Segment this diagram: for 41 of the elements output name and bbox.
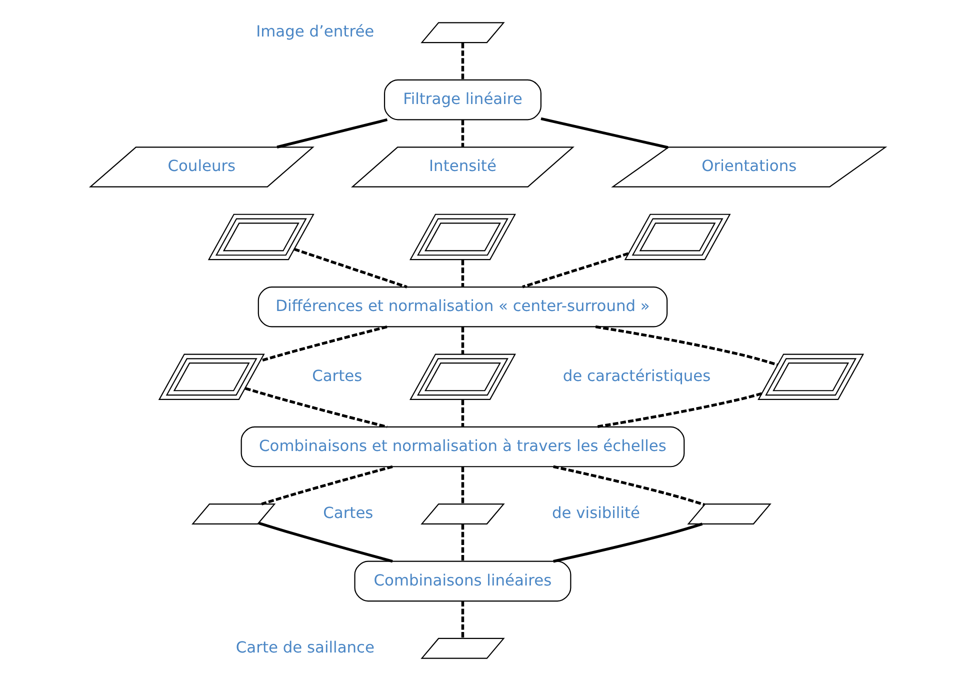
connector [461, 400, 464, 427]
connector [260, 325, 388, 362]
connector [244, 387, 388, 428]
connector [461, 326, 464, 354]
connector [522, 252, 629, 288]
node-box: Différences et normalisation « center-surround » [258, 286, 668, 328]
node-box: Combinaisons et normalisation à travers les échelles [240, 426, 685, 468]
node-parallelogram [192, 504, 276, 524]
connector [461, 42, 464, 80]
node-label: Image d’entrée [256, 22, 374, 41]
node-stack [410, 354, 516, 400]
connector [294, 248, 408, 288]
connector [258, 522, 393, 563]
connector [553, 465, 705, 506]
node-box: Filtrage linéaire [384, 79, 542, 120]
connector [276, 118, 388, 148]
connector [461, 466, 464, 504]
node-parallelogram [687, 504, 772, 524]
label: de visibilité [552, 504, 640, 522]
node-stack [158, 354, 265, 400]
node-parallelogram [420, 504, 505, 524]
label: de caractéristiques [562, 366, 711, 385]
connector [540, 117, 668, 149]
connector [461, 120, 464, 147]
node-stack [410, 214, 516, 260]
connector [261, 465, 393, 506]
node-stack [758, 354, 864, 400]
node-label: Carte de saillance [236, 638, 375, 656]
label: Cartes [312, 366, 362, 385]
connector [461, 260, 464, 287]
connector [461, 524, 464, 561]
node-stack [208, 214, 314, 260]
label: Cartes [323, 504, 374, 522]
node-stack [624, 214, 731, 260]
node-box: Combinaisons linéaires [354, 560, 572, 602]
connector [595, 325, 778, 366]
connector [461, 601, 464, 638]
node-parallelogram [420, 638, 505, 659]
connector [553, 522, 703, 563]
node-parallelogram [420, 22, 505, 44]
connector [595, 392, 762, 428]
